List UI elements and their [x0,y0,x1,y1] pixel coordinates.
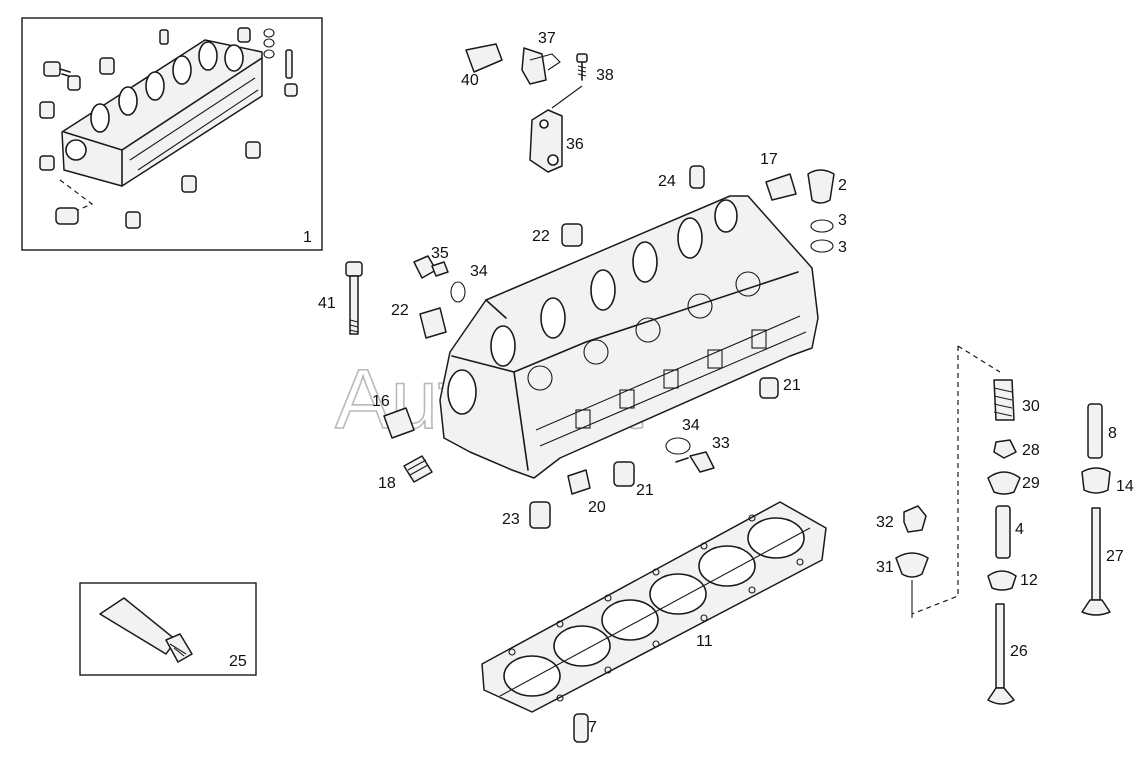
part-21-sleeve-lower [613,461,635,487]
part-16-sleeve [383,407,415,439]
part-38-screw [576,53,588,81]
callout-35: 35 [431,245,449,262]
part-32-nut [903,505,927,533]
part-8-guide [1087,403,1103,459]
callout-8: 8 [1108,425,1117,442]
callout-18: 18 [378,475,396,492]
callout-31: 31 [876,559,894,576]
callout-21b: 21 [636,482,654,499]
part-2-cup [807,169,835,204]
part-4-guide [995,505,1011,559]
part-12-seal [987,570,1017,591]
sealant-tube-icon [99,597,193,663]
callout-4: 4 [1015,521,1024,538]
head-gasket [481,501,827,713]
callout-26: 26 [1010,643,1028,660]
callout-41: 41 [318,295,336,312]
part-23-sleeve [529,501,551,529]
part-20-plug [567,469,591,495]
callout-32: 32 [876,514,894,531]
part-28-retainer [993,439,1017,459]
callout-24: 24 [658,173,676,190]
part-14-seal [1081,467,1111,494]
part-35-bolt [413,255,449,279]
part-24-sleeve [689,165,705,189]
callout-34b: 34 [682,417,700,434]
part-7-dowel [573,713,589,743]
part-21-sleeve-upper [759,377,779,399]
callout-33: 33 [712,435,730,452]
part-29-cap [987,471,1021,495]
callout-14: 14 [1116,478,1134,495]
part-22-sleeve-upper [561,223,583,247]
callout-25: 25 [229,653,247,670]
callout-17: 17 [760,151,778,168]
callout-22a: 22 [532,228,550,245]
part-26-valve [987,603,1015,705]
callout-labels: 37 40 38 36 17 2 3 3 24 22 35 34 41 22 2… [318,30,1134,736]
part-33-sensor [675,451,715,473]
part-27-valve [1081,507,1111,616]
part-34-ring-upper [450,281,466,303]
callout-40: 40 [461,72,479,89]
main-cylinder-head [439,195,819,479]
callout-22b: 22 [391,302,409,319]
callout-29: 29 [1022,475,1040,492]
callout-37: 37 [538,30,556,47]
callout-27: 27 [1106,548,1124,565]
callout-1: 1 [303,229,312,246]
callout-2: 2 [838,177,847,194]
part-41-bolt [345,261,363,335]
callout-23: 23 [502,511,520,528]
valve-group-leader [911,345,1001,615]
callout-36: 36 [566,136,584,153]
callout-11: 11 [696,633,713,650]
part-37-clip [521,47,561,85]
part-34-ring-lower [665,437,691,455]
part-3-seal-rings [810,219,834,253]
callout-21a: 21 [783,377,801,394]
kit-inset-box: 1 [21,17,323,251]
leader-38-36 [551,85,583,109]
part-40-key [465,43,503,73]
callout-7: 7 [588,719,597,736]
callout-3a: 3 [838,212,847,229]
callout-16: 16 [372,393,390,410]
part-36-bracket [529,109,563,173]
callout-30: 30 [1022,398,1040,415]
part-30-spring [993,379,1015,421]
callout-38: 38 [596,67,614,84]
callout-28: 28 [1022,442,1040,459]
part-31-seat [895,552,929,578]
kit-cylinder-head [61,39,263,187]
kit-small-parts [39,27,298,229]
callout-34a: 34 [470,263,488,280]
callout-12: 12 [1020,572,1038,589]
sealant-inset-box: 25 [79,582,257,676]
part-22-sleeve-lower [419,307,447,339]
callout-3b: 3 [838,239,847,256]
part-17-sleeve [765,173,797,201]
part-18-plug [403,455,433,483]
callout-20: 20 [588,499,606,516]
